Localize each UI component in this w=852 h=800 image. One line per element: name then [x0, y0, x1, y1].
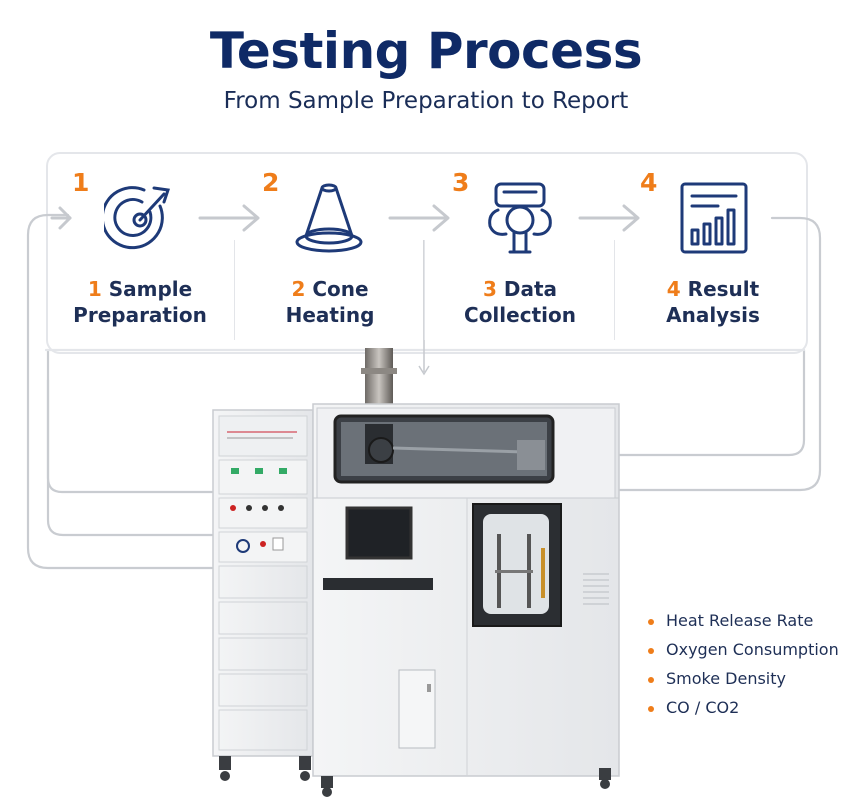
step-4-number: 4 [640, 168, 658, 197]
step-4-title-line1: Result [687, 277, 760, 301]
step-divider [234, 240, 235, 340]
step-1-title-line2: Preparation [73, 303, 207, 327]
step-1-number: 1 [72, 168, 90, 197]
step-4-label-number: 4 [666, 277, 681, 301]
page-title: Testing Process [209, 22, 643, 80]
step-3-label-number: 3 [482, 277, 497, 301]
bullet-dot [648, 676, 654, 683]
step-2-title-line1: Cone [312, 277, 369, 301]
step-3-title-line2: Collection [464, 303, 576, 327]
cone-icon [295, 183, 363, 253]
step-2-title-line2: Heating [285, 303, 375, 327]
step-4-label: 4 Result Analysis [628, 276, 798, 328]
step-1-label-number: 1 [87, 277, 102, 301]
data-sensor-icon [488, 182, 552, 254]
step-3-title-line1: Data [503, 277, 558, 301]
step-3-number: 3 [452, 168, 470, 197]
list-item: Smoke Density [648, 664, 839, 693]
list-item: Oxygen Consumption [648, 635, 839, 664]
measurement-label: Oxygen Consumption [666, 640, 839, 659]
page-subtitle: From Sample Preparation to Report [223, 88, 629, 114]
step-1-title-line1: Sample [108, 277, 193, 301]
list-item: CO / CO2 [648, 693, 839, 722]
bullet-dot [648, 647, 654, 654]
step-3-label: 3 Data Collection [435, 276, 605, 328]
step-divider [614, 240, 615, 340]
list-item: Heat Release Rate [648, 606, 839, 635]
step-2-number: 2 [262, 168, 280, 197]
step-4-title-line2: Analysis [666, 303, 760, 327]
step-2-label: 2 Cone Heating [245, 276, 415, 328]
bullet-dot [648, 705, 654, 712]
step-1-label: 1 Sample Preparation [55, 276, 225, 328]
bar-chart-icon [680, 182, 748, 254]
bullet-dot [648, 618, 654, 625]
step-divider [424, 240, 425, 340]
measurement-label: Heat Release Rate [666, 611, 814, 630]
target-arrow-icon [104, 186, 170, 250]
step-2-label-number: 2 [291, 277, 306, 301]
measurement-label: CO / CO2 [666, 698, 740, 717]
measurement-list: Heat Release Rate Oxygen Consumption Smo… [648, 606, 839, 722]
cone-calorimeter-machine [212, 348, 620, 797]
measurement-label: Smoke Density [666, 669, 786, 688]
